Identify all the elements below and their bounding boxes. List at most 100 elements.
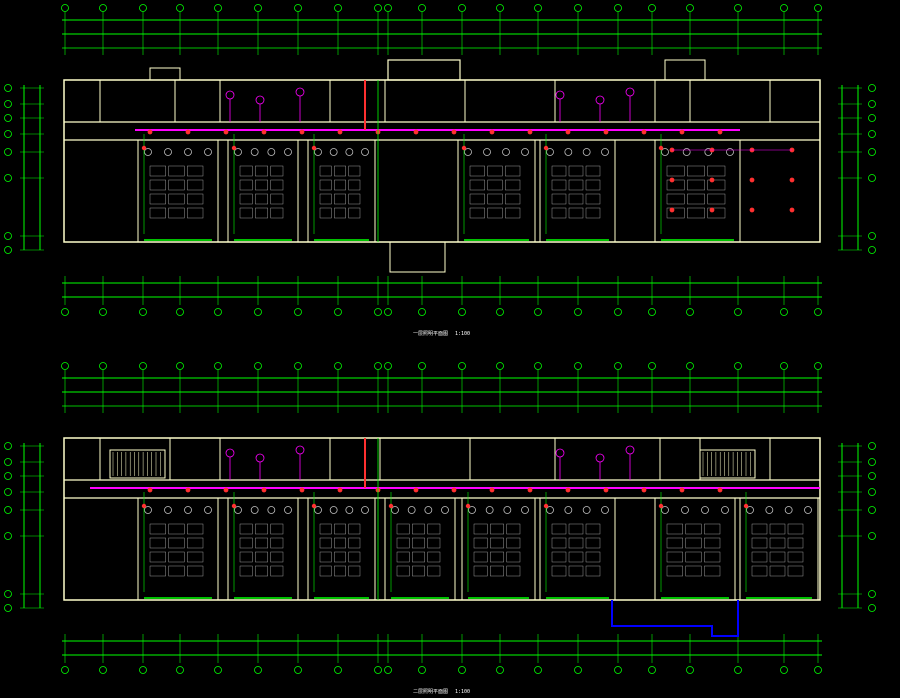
desk	[687, 165, 705, 177]
axis-bubble-top	[686, 4, 694, 12]
corridor-light	[223, 129, 229, 135]
fixture-ring	[784, 506, 793, 514]
desk	[469, 165, 485, 177]
desk	[187, 193, 204, 205]
desk	[505, 193, 521, 205]
desk	[506, 551, 521, 563]
desk	[412, 565, 425, 577]
desk	[473, 551, 488, 563]
fixture-ring	[314, 148, 322, 156]
switch-point	[743, 503, 749, 509]
desk	[396, 537, 410, 549]
desk	[707, 165, 726, 177]
corridor-light	[185, 487, 191, 493]
desk	[168, 179, 185, 191]
switch-point	[543, 503, 549, 509]
axis-bubble-bottom	[780, 308, 788, 316]
axis-bubble-top	[814, 4, 822, 12]
axis-bubble-side	[868, 590, 876, 598]
desk	[149, 207, 166, 219]
axis-bubble-side	[868, 488, 876, 496]
axis-bubble-bottom	[384, 666, 392, 674]
desk	[787, 551, 804, 563]
fixture-ring	[485, 506, 494, 514]
fixture-ring	[661, 148, 669, 156]
axis-bubble-bottom	[374, 308, 382, 316]
desk	[239, 165, 253, 177]
axis-bubble-bottom	[574, 308, 582, 316]
fixture-ring	[144, 148, 152, 156]
axis-bubble-top	[176, 362, 184, 370]
desk	[473, 537, 488, 549]
desk	[704, 523, 721, 535]
axis-bubble-top	[139, 4, 147, 12]
desk	[427, 565, 441, 577]
desk	[487, 165, 503, 177]
desk	[685, 523, 702, 535]
axis-bubble-bottom	[534, 308, 542, 316]
axis-bubble-bottom	[61, 666, 69, 674]
axis-bubble-top	[648, 4, 656, 12]
desk	[396, 523, 410, 535]
axis-bubble-bottom	[814, 308, 822, 316]
lower-floor-plan	[4, 362, 876, 674]
desk	[319, 565, 332, 577]
axis-bubble-top	[780, 362, 788, 370]
service-cable	[611, 600, 739, 637]
desk	[751, 565, 768, 577]
axis-bubble-side	[868, 130, 876, 138]
corridor-light	[147, 129, 153, 135]
desk	[348, 193, 361, 205]
desk	[551, 165, 567, 177]
axis-bubble-side	[868, 114, 876, 122]
axis-bubble-side	[868, 100, 876, 108]
desk	[707, 207, 726, 219]
axis-bubble-bottom	[614, 666, 622, 674]
desk	[585, 565, 601, 577]
desk	[348, 537, 361, 549]
axis-bubble-bottom	[384, 308, 392, 316]
axis-bubble-top	[418, 4, 426, 12]
fixture-ring	[250, 148, 259, 156]
desk	[666, 179, 685, 191]
desk	[255, 537, 268, 549]
corridor-light	[413, 129, 419, 135]
desk	[149, 523, 166, 535]
entrance-porch	[389, 241, 446, 273]
corridor-light	[337, 129, 343, 135]
axis-bubble-side	[4, 246, 12, 254]
fixture-ring	[267, 506, 276, 514]
desk	[270, 551, 284, 563]
corridor-light	[147, 487, 153, 493]
axis-bubble-top	[574, 4, 582, 12]
corridor-light	[261, 487, 267, 493]
desk	[551, 565, 567, 577]
desk	[334, 551, 346, 563]
desk	[585, 537, 601, 549]
fixture-ring	[234, 506, 242, 514]
desk	[255, 193, 268, 205]
corridor-light	[527, 487, 533, 493]
axis-bubble-side	[4, 232, 12, 240]
desk	[168, 523, 185, 535]
fixture-ring	[765, 506, 774, 514]
desk	[666, 193, 685, 205]
axis-bubble-bottom	[176, 666, 184, 674]
fixture-ring	[407, 506, 416, 514]
corridor-light	[489, 487, 495, 493]
desk	[487, 179, 503, 191]
desk	[149, 565, 166, 577]
panel-light	[749, 207, 755, 213]
corridor-light	[223, 487, 229, 493]
desk	[490, 523, 504, 535]
axis-bubble-bottom	[374, 666, 382, 674]
fixture-ring	[546, 506, 554, 514]
axis-bubble-bottom	[214, 308, 222, 316]
desk	[168, 537, 185, 549]
desk	[585, 179, 601, 191]
fixture-ring	[361, 148, 369, 156]
fixture-ring	[329, 506, 338, 514]
desk	[769, 551, 786, 563]
axis-bubble-side	[4, 472, 12, 480]
corridor-light	[185, 129, 191, 135]
